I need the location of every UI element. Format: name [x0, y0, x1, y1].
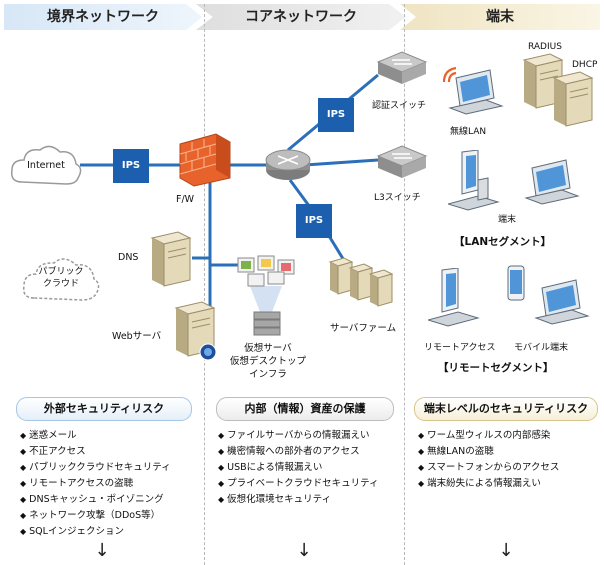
list-item: 端末紛失による情報漏えい	[418, 476, 559, 492]
list-item: プライベートクラウドセキュリティ	[218, 476, 378, 492]
list-item: SQLインジェクション	[20, 524, 171, 540]
list-item: ワーム型ウィルスの内部感染	[418, 428, 559, 444]
dns-label: DNS	[118, 252, 139, 263]
wireless-laptop-icon	[442, 66, 504, 115]
zone-header-core: コアネットワーク	[196, 4, 406, 30]
firewall-icon	[179, 133, 231, 187]
smartphone-icon	[507, 265, 525, 301]
remote-segment-label: 【リモートセグメント】	[438, 362, 554, 374]
remote-pc-icon	[428, 268, 480, 327]
ips-box-auth: IPS	[318, 98, 354, 132]
list-item: 機密情報への部外者のアクセス	[218, 444, 379, 460]
list-item: 不正アクセス	[20, 444, 171, 460]
list-item: DNSキャッシュ・ポイゾニング	[20, 492, 171, 508]
ips-box-border: IPS	[113, 149, 149, 183]
list-item: 仮想化環境セキュリティ	[218, 492, 379, 508]
internal-risk-title: 内部（情報）資産の保護	[216, 397, 394, 421]
l3-switch-label: L3スイッチ	[374, 193, 421, 203]
virtual-line2: 仮想デスクトップ	[229, 356, 306, 367]
internet-cloud-icon	[10, 145, 82, 185]
terminal-label: 端末	[498, 215, 517, 225]
list-item: USBによる情報漏えい	[218, 460, 379, 476]
desktop-pc-icon	[448, 150, 500, 211]
down-arrow-icon: ↓	[296, 540, 312, 561]
down-arrow-icon: ↓	[498, 540, 514, 561]
ips-box-serverfarm: IPS	[296, 204, 332, 238]
mobile-terminal-label: モバイル端末	[514, 343, 569, 353]
list-item: スマートフォンからのアクセス	[418, 460, 559, 476]
mobile-laptop-icon	[534, 279, 590, 325]
fw-label: F/W	[176, 194, 195, 205]
internal-risk-list: ファイルサーバからの情報漏えい 機密情報への部外者のアクセス USBによる情報漏…	[218, 428, 379, 508]
l3-switch-icon	[376, 145, 428, 178]
zone-header-terminal: 端末	[400, 4, 600, 30]
auth-switch-label: 認証スイッチ	[372, 101, 427, 111]
public-cloud-icon	[22, 258, 100, 301]
virtual-infra-icon	[237, 255, 295, 336]
wireless-lan-label: 無線LAN	[450, 127, 487, 137]
list-item: リモートアクセスの盗聴	[20, 476, 171, 492]
router-icon	[265, 149, 311, 180]
web-server-label: Webサーバ	[112, 331, 162, 342]
remote-access-label: リモートアクセス	[424, 343, 496, 353]
server-farm-icon	[328, 257, 394, 307]
external-risk-title: 外部セキュリティリスク	[16, 397, 192, 421]
dhcp-label: DHCP	[572, 60, 598, 70]
auth-switch-icon	[376, 51, 428, 84]
external-risk-list: 迷惑メール 不正アクセス パブリッククラウドセキュリティ リモートアクセスの盗聴…	[20, 428, 171, 540]
radius-label: RADIUS	[528, 42, 562, 52]
terminal-risk-list: ワーム型ウィルスの内部感染 無線LANの盗聴 スマートフォンからのアクセス 端末…	[418, 428, 559, 492]
lan-segment-label: 【LANセグメント】	[454, 236, 552, 248]
list-item: ネットワーク攻撃（DDoS等）	[20, 508, 171, 524]
list-item: 迷惑メール	[20, 428, 171, 444]
server-farm-label: サーバファーム	[330, 323, 397, 334]
public-cloud-line2: クラウド	[42, 279, 79, 289]
virtual-line1: 仮想サーバ	[244, 343, 292, 354]
virtual-line3: インフラ	[249, 369, 287, 380]
list-item: パブリッククラウドセキュリティ	[20, 460, 171, 476]
list-item: ファイルサーバからの情報漏えい	[218, 428, 379, 444]
dns-server-icon	[150, 231, 192, 287]
zone-divider-left	[204, 4, 205, 565]
public-cloud-label: パブリック クラウド	[30, 266, 92, 290]
terminal-risk-title: 端末レベルのセキュリティリスク	[414, 397, 598, 421]
virtual-infra-label: 仮想サーバ 仮想デスクトップ インフラ	[218, 342, 318, 381]
zone-divider-right	[404, 4, 405, 565]
public-cloud-line1: パブリック	[38, 267, 84, 277]
list-item: 無線LANの盗聴	[418, 444, 559, 460]
internet-label: Internet	[27, 160, 65, 171]
dhcp-server-icon	[552, 71, 594, 127]
zone-header-border: 境界ネットワーク	[4, 4, 202, 30]
web-server-icon	[174, 301, 217, 361]
down-arrow-icon: ↓	[94, 540, 110, 561]
lan-laptop-icon	[524, 159, 580, 205]
